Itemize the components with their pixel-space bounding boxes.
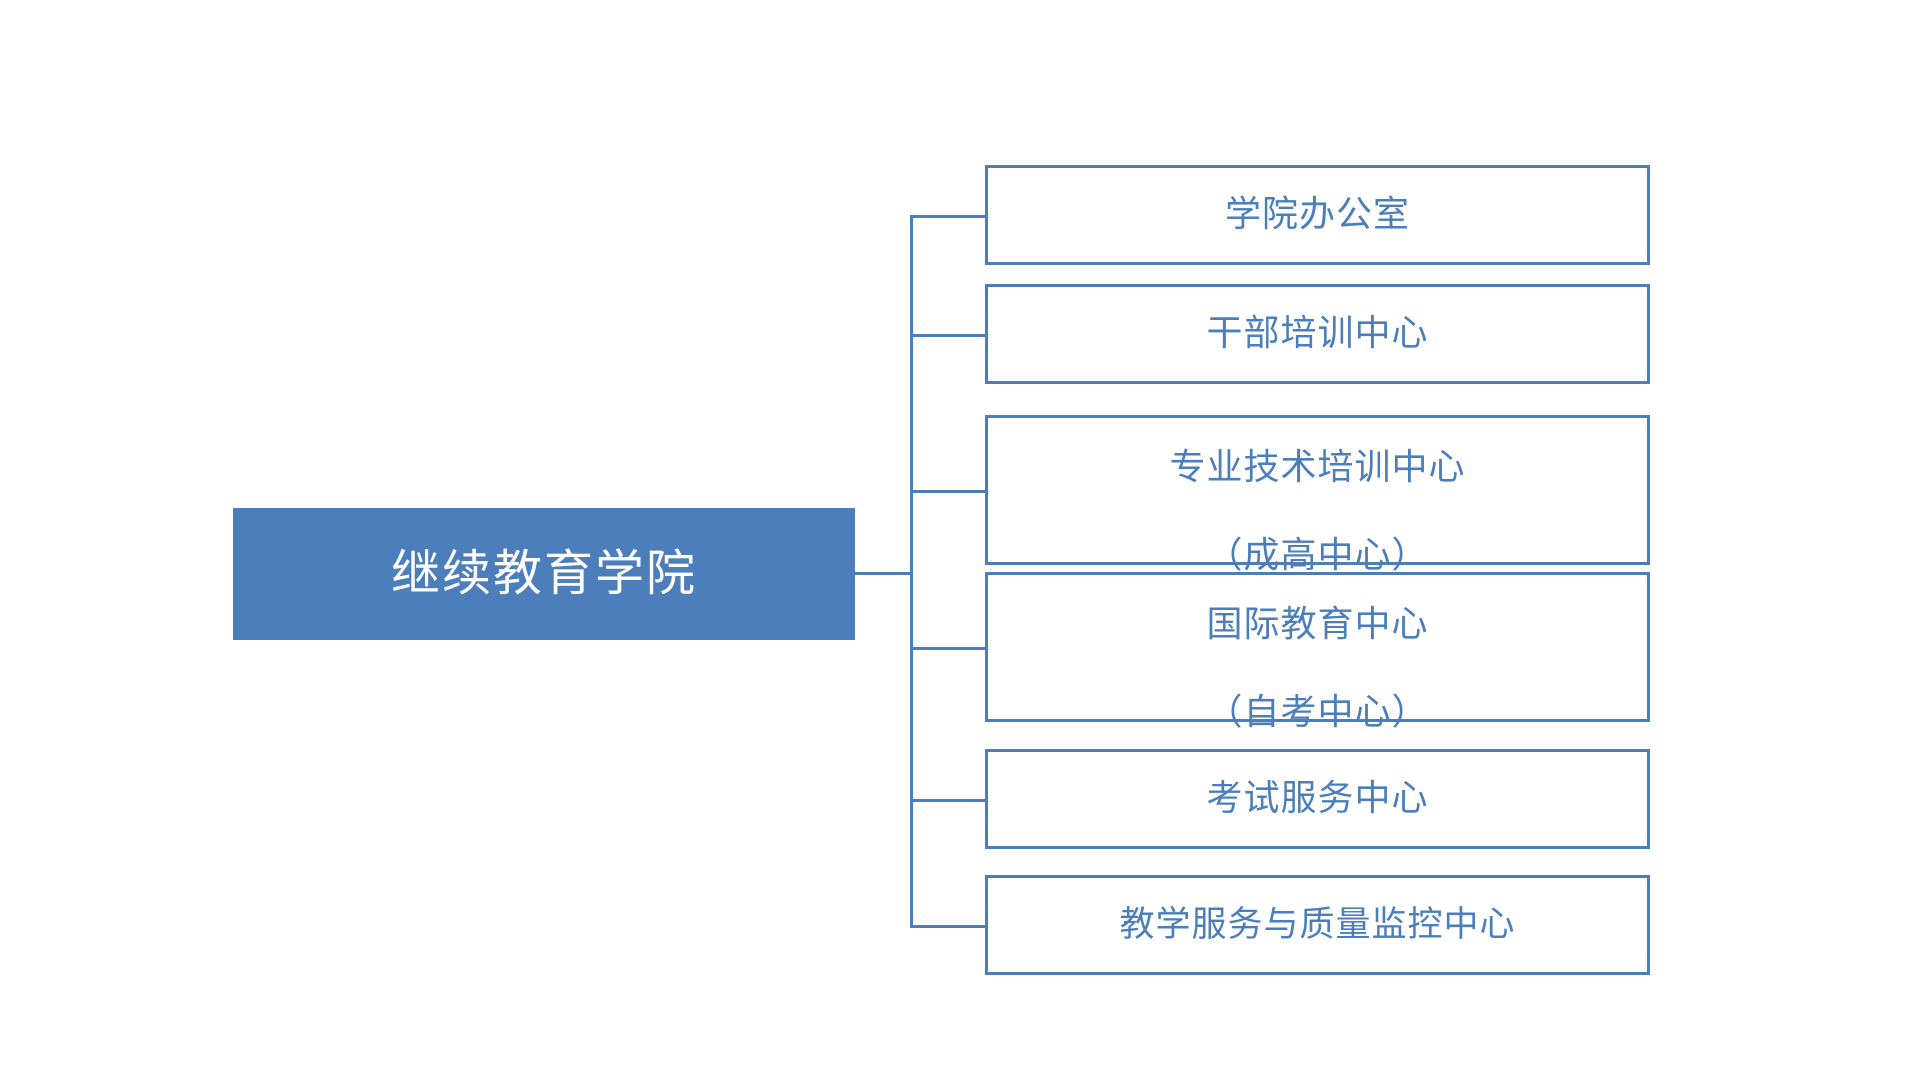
child-node-exam-service-center[interactable]: 考试服务中心 bbox=[985, 749, 1650, 849]
child-node-label-line1: 专业技术培训中心 bbox=[1169, 447, 1466, 489]
connector-branch-3 bbox=[910, 490, 985, 493]
child-node-cadre-training-center[interactable]: 干部培训中心 bbox=[985, 284, 1650, 384]
child-node-label-line2: （自考中心） bbox=[1206, 691, 1429, 733]
child-node-label: 考试服务中心 bbox=[1206, 778, 1429, 820]
root-node-label: 继续教育学院 bbox=[390, 544, 697, 602]
child-node-label-line2: （成高中心） bbox=[1206, 534, 1429, 576]
child-node-label: 国际教育中心 （自考中心） bbox=[1206, 559, 1428, 735]
connector-branch-2 bbox=[910, 334, 985, 337]
child-node-international-education-center[interactable]: 国际教育中心 （自考中心） bbox=[985, 572, 1650, 733]
child-node-label: 干部培训中心 bbox=[1206, 313, 1429, 355]
child-node-label: 学院办公室 bbox=[1224, 194, 1410, 236]
child-node-teaching-service-quality-monitoring-center[interactable]: 教学服务与质量监控中心 bbox=[985, 875, 1650, 975]
child-node-professional-technical-training-center[interactable]: 专业技术培训中心 （成高中心） bbox=[985, 415, 1650, 576]
child-node-academy-office[interactable]: 学院办公室 bbox=[985, 165, 1650, 265]
connector-branch-5 bbox=[910, 799, 985, 802]
connector-branch-1 bbox=[910, 215, 985, 218]
child-node-label-line1: 国际教育中心 bbox=[1206, 604, 1429, 646]
connector-root-to-trunk bbox=[855, 572, 913, 575]
connector-branch-4 bbox=[910, 647, 985, 650]
connector-trunk bbox=[910, 215, 913, 927]
child-node-label: 教学服务与质量监控中心 bbox=[1119, 904, 1516, 945]
connector-branch-6 bbox=[910, 925, 985, 928]
root-node-continuing-education-college[interactable]: 继续教育学院 bbox=[233, 508, 855, 640]
child-node-label: 专业技术培训中心 （成高中心） bbox=[1169, 402, 1465, 578]
